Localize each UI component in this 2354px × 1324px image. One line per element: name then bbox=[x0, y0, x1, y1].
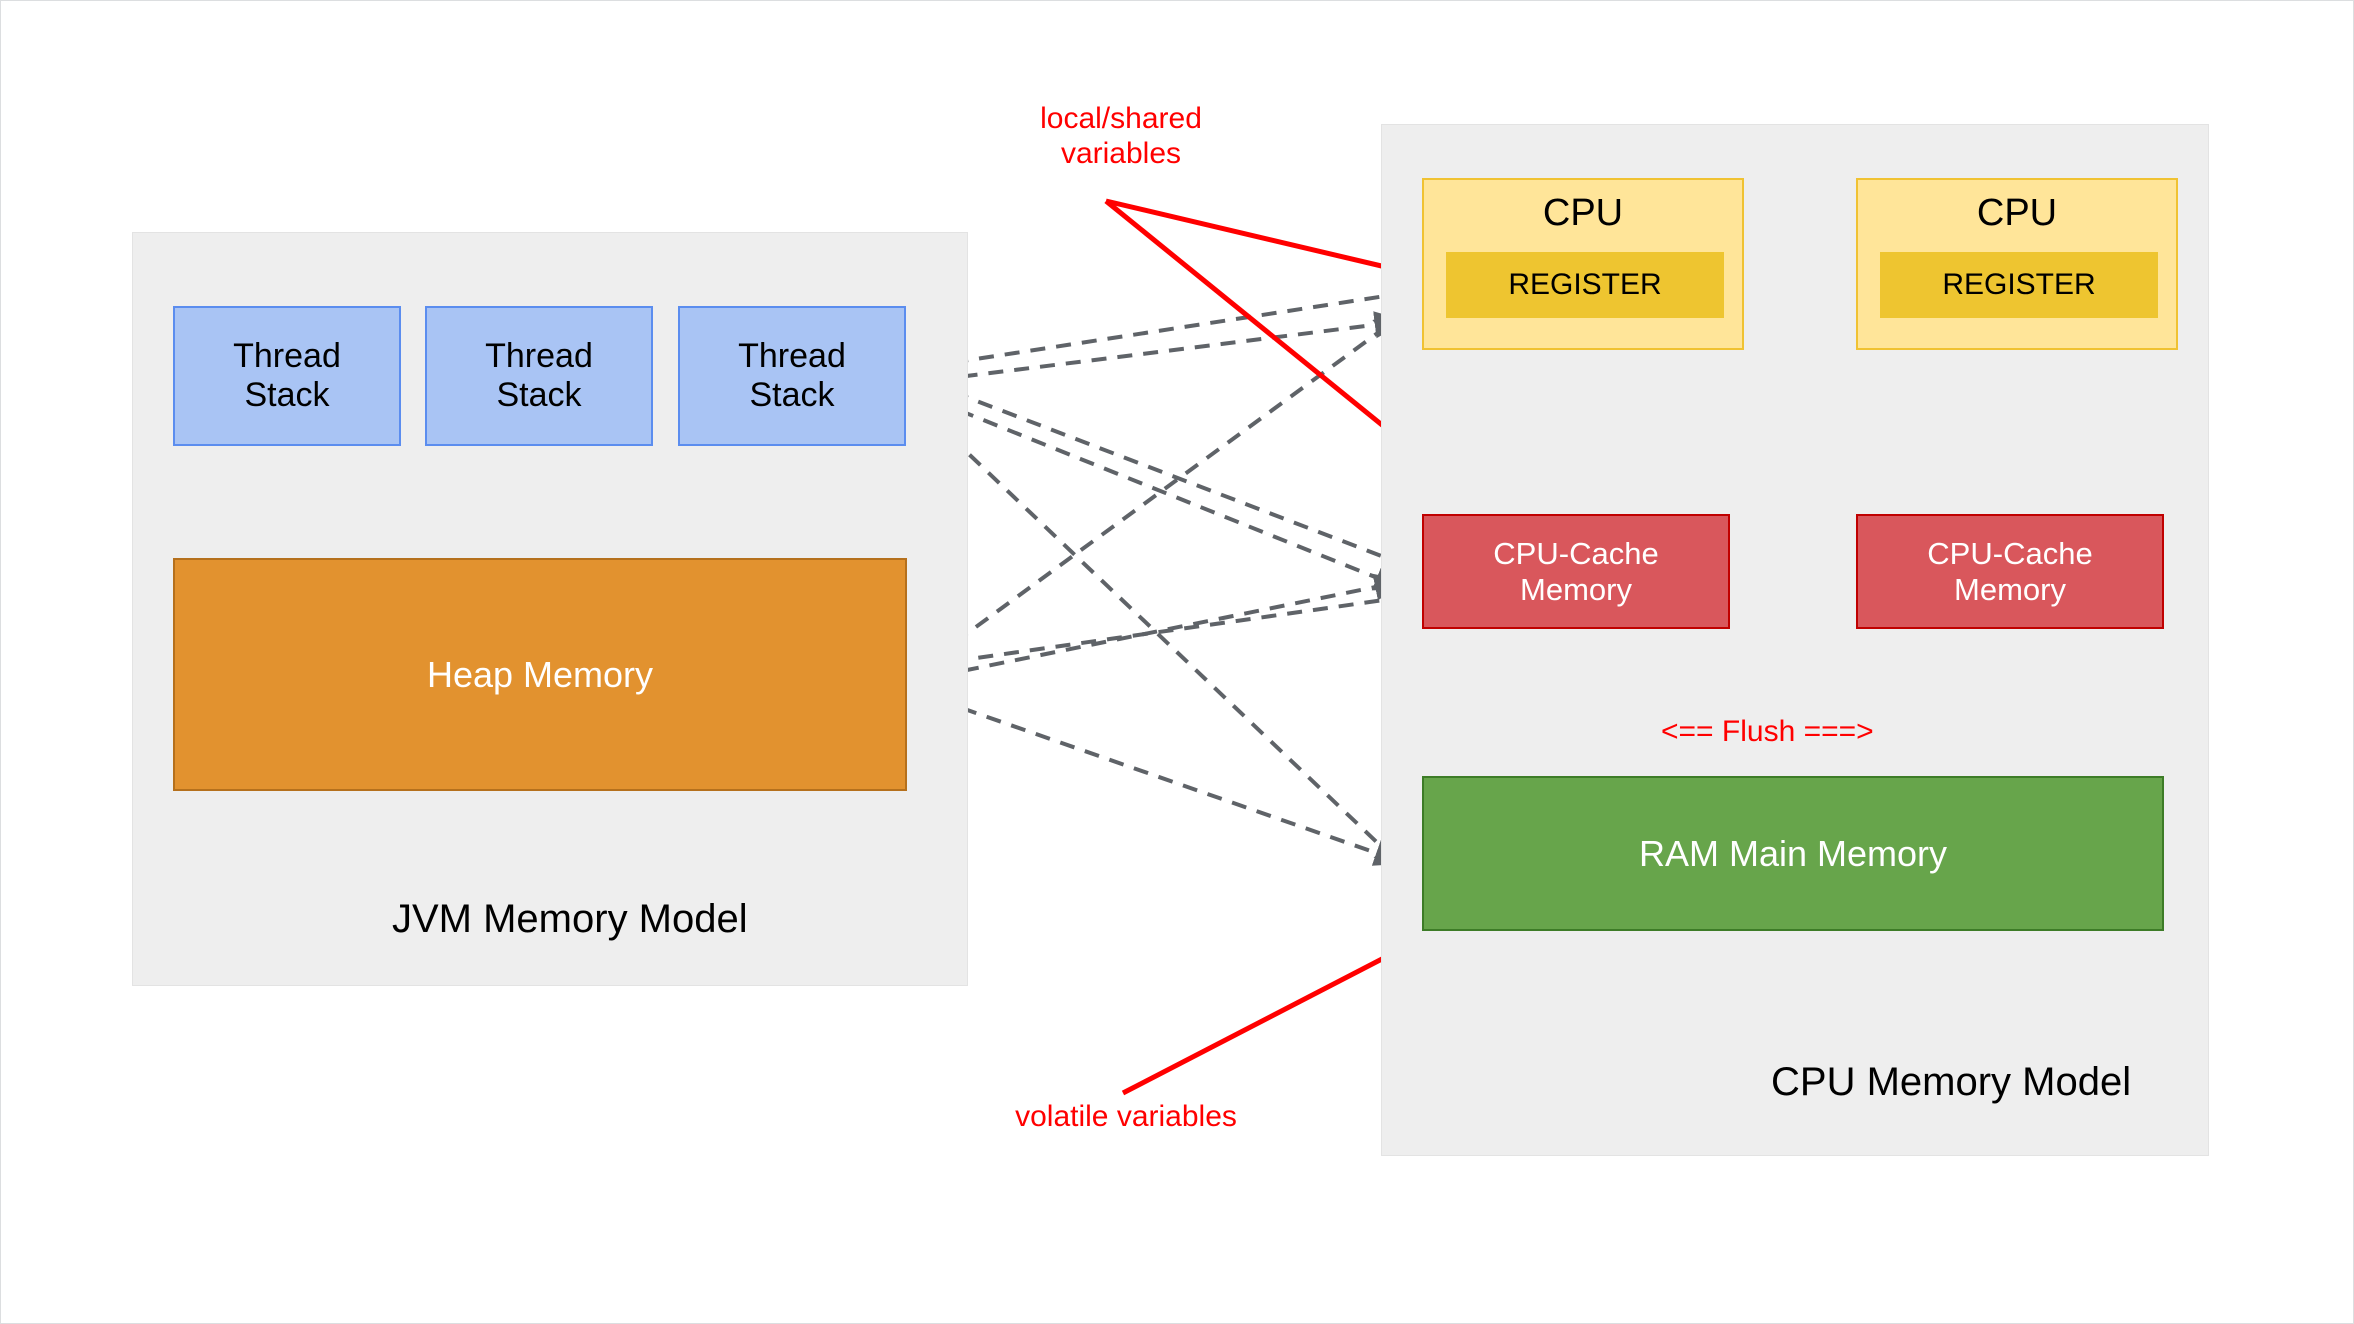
cpu-panel-title: CPU Memory Model bbox=[1771, 1060, 2132, 1104]
register-box-1[interactable]: REGISTER bbox=[1446, 252, 1724, 318]
local-shared-variables-label: local/shared variables bbox=[1040, 102, 1202, 171]
flush-annotation-label: <== Flush ===> bbox=[1661, 715, 1874, 748]
ram-main-memory-box[interactable]: RAM Main Memory bbox=[1422, 776, 2164, 931]
cpu-box-1[interactable]: CPU REGISTER bbox=[1422, 178, 1744, 350]
thread-stack-box-2[interactable]: Thread Stack bbox=[425, 306, 653, 446]
cpu-label-2: CPU bbox=[1976, 192, 2058, 234]
cpu-cache-memory-box-2[interactable]: CPU-Cache Memory bbox=[1856, 514, 2164, 629]
cpu-box-2[interactable]: CPU REGISTER bbox=[1856, 178, 2178, 350]
cpu-label-1: CPU bbox=[1542, 192, 1624, 234]
volatile-variables-label: volatile variables bbox=[1015, 1100, 1237, 1133]
thread-stack-box-1[interactable]: Thread Stack bbox=[173, 306, 401, 446]
heap-memory-box[interactable]: Heap Memory bbox=[173, 558, 907, 791]
jvm-panel-title: JVM Memory Model bbox=[392, 897, 748, 941]
thread-stack-box-3[interactable]: Thread Stack bbox=[678, 306, 906, 446]
register-box-2[interactable]: REGISTER bbox=[1880, 252, 2158, 318]
cpu-cache-memory-box-1[interactable]: CPU-Cache Memory bbox=[1422, 514, 1730, 629]
